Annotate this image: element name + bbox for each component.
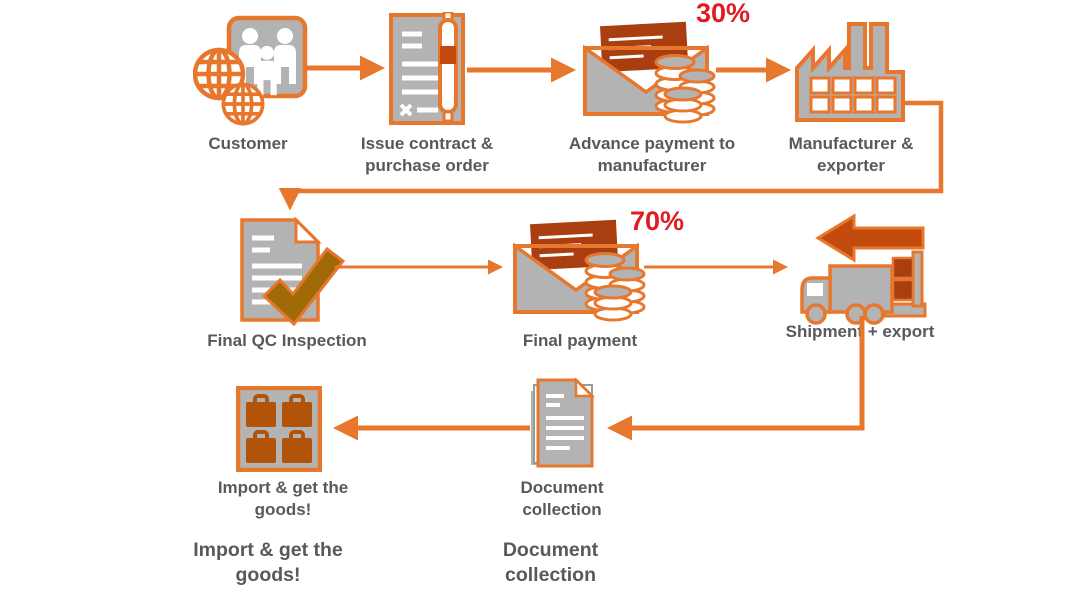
advance-payment-percent-badge: 30% — [695, 0, 751, 28]
export-left-arrow — [815, 213, 925, 263]
final-payment-percent-badge: 70% — [629, 206, 685, 236]
suitcases-grid-icon — [236, 386, 322, 472]
node-label-final-qc: Final QC Inspection — [207, 331, 367, 350]
truck-export-arrow-icon — [800, 213, 927, 325]
node-label-manufacturer: Manufacturer & exporter — [788, 134, 914, 176]
people-globes-icon — [193, 15, 308, 126]
node-label-customer: Customer — [208, 134, 288, 153]
node-label-advance-payment: Advance payment to manufacturer — [568, 134, 736, 176]
document-checkmark-icon — [240, 216, 346, 326]
duplicate-label-document-collection: Document collection — [502, 539, 599, 587]
node-label-final-payment: Final payment — [522, 331, 638, 350]
node-label-document-collection: Document collection — [520, 478, 604, 520]
node-label-import-goods: Import & get the goods! — [217, 478, 349, 520]
documents-stack-icon — [529, 378, 596, 468]
contract-pen-icon — [389, 12, 465, 125]
advance-payment-envelope-coins-icon — [583, 14, 716, 125]
node-label-issue-contract: Issue contract & purchase order — [360, 134, 494, 176]
node-label-shipment: Shipment + export — [785, 322, 935, 341]
duplicate-label-import-goods: Import & get the goods! — [193, 539, 343, 587]
factory-icon — [795, 22, 905, 122]
